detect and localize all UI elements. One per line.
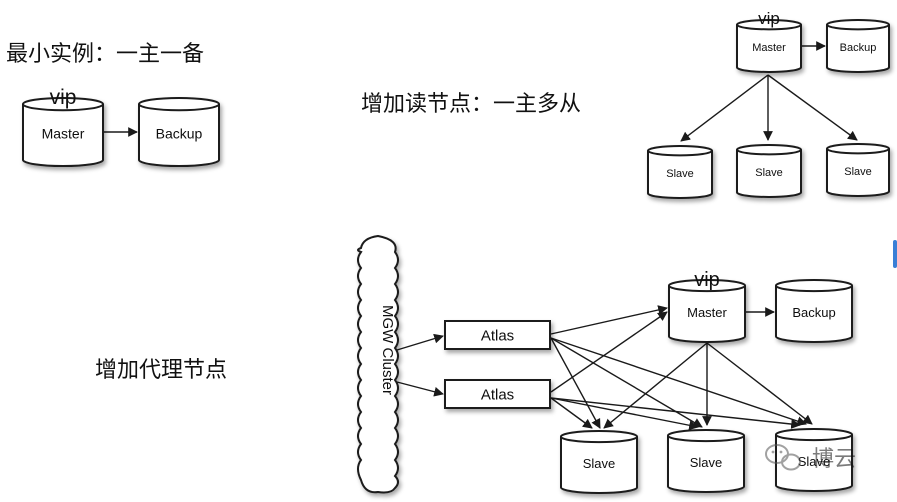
arrow-cluster-atlas-1 — [396, 333, 444, 351]
scrollbar-indicator[interactable] — [893, 240, 897, 268]
master-db-proxy-vip-label: vip — [694, 269, 720, 291]
arrow-master-slave-1 — [680, 74, 769, 142]
slave-db-read-2-label: Slave — [755, 167, 783, 179]
atlas-proxy-2: Atlas — [444, 379, 551, 409]
atlas-proxy-1-label: Atlas — [481, 328, 514, 345]
arrow-atlas2-slave2 — [550, 397, 699, 431]
slave-db-proxy-3: Slave — [775, 428, 853, 492]
watermark: 博云 — [765, 444, 856, 471]
slave-db-proxy-1-label: Slave — [583, 456, 616, 471]
master-db-read-vip-label: vip — [758, 9, 780, 28]
master-db-minimal-label: Master — [42, 125, 85, 141]
master-db-read: Master — [736, 19, 802, 73]
master-db-minimal: Master — [22, 97, 104, 167]
master-db-read-label: Master — [752, 42, 786, 54]
slave-db-proxy-3-label: Slave — [798, 454, 831, 469]
arrow-atlas2-slave1 — [550, 397, 593, 429]
mgw-cluster: MGW Cluster — [357, 234, 399, 494]
arrow-atlas1-slave1 — [550, 337, 601, 429]
watermark-text: 博云 — [812, 446, 856, 471]
master-db-proxy-label: Master — [687, 305, 727, 320]
arrow-master-slave1-proxy — [603, 342, 708, 429]
slave-db-proxy-2: Slave — [667, 429, 745, 493]
atlas-proxy-2-label: Atlas — [481, 387, 514, 404]
backup-db-read: Backup — [826, 19, 890, 73]
backup-db-minimal-label: Backup — [156, 125, 203, 141]
master-db-proxy: Master — [668, 279, 746, 343]
master-db-minimal-vip-label: vip — [50, 86, 77, 109]
arrow-atlas1-slave3 — [550, 337, 807, 426]
slave-db-read-3-label: Slave — [844, 166, 872, 178]
arrow-atlas1-master — [550, 305, 668, 335]
title-read-scale: 增加读节点：一主多从 — [361, 92, 582, 117]
arrow-atlas2-slave3 — [550, 397, 801, 429]
backup-db-minimal: Backup — [138, 97, 220, 167]
arrow-cluster-atlas-2 — [396, 381, 444, 397]
backup-db-proxy-label: Backup — [792, 305, 835, 320]
slave-db-read-1-label: Slave — [666, 168, 694, 180]
arrow-master-slave-3 — [767, 74, 858, 141]
arrow-master-slave3-proxy — [706, 342, 813, 425]
arrow-atlas1-slave2 — [550, 337, 703, 428]
slave-db-read-1: Slave — [647, 145, 713, 199]
title-proxy-nodes: 增加代理节点 — [95, 358, 228, 383]
slave-db-proxy-2-label: Slave — [690, 455, 723, 470]
backup-db-proxy: Backup — [775, 279, 853, 343]
slave-db-read-3: Slave — [826, 143, 890, 197]
mgw-cluster-label: MGW Cluster — [379, 305, 396, 395]
title-minimal-instance: 最小实例：一主一备 — [6, 42, 205, 67]
slave-db-proxy-1: Slave — [560, 430, 638, 494]
atlas-proxy-1: Atlas — [444, 320, 551, 350]
backup-db-read-label: Backup — [840, 42, 877, 54]
arrow-atlas2-master — [550, 311, 668, 393]
wechat-icon — [765, 444, 801, 471]
slave-db-read-2: Slave — [736, 144, 802, 198]
